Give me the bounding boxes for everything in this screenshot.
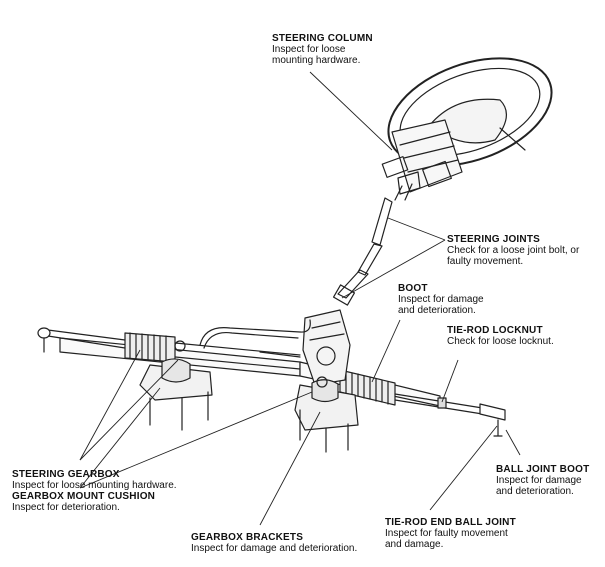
steering-column-desc: Inspect for loose mounting hardware. [272,44,361,66]
label-boot: BOOT Inspect for damage and deterioratio… [398,283,484,316]
label-steering-gearbox: STEERING GEARBOX Inspect for loose mount… [12,469,177,513]
left-tie-rod [37,327,126,353]
label-tie-rod-end-ball-joint: TIE-ROD END BALL JOINT Inspect for fault… [385,517,516,550]
steering-column [381,119,463,201]
steering-joints-desc: Check for a loose joint bolt, or faulty … [447,245,580,267]
steering-joints-title: STEERING JOINTS [447,234,541,245]
boot-title: BOOT [398,283,428,294]
steering-gearbox-title: STEERING GEARBOX [12,469,120,480]
right-mount [294,376,359,453]
gearbox-mount-cushion-desc: Inspect for deterioration. [12,502,120,513]
right-tie-rod [394,393,506,437]
label-steering-column: STEERING COLUMN Inspect for loose mounti… [272,33,373,66]
label-tie-rod-locknut: TIE-ROD LOCKNUT Check for loose locknut. [447,325,554,347]
tie-rod-locknut-desc: Check for loose locknut. [447,336,554,347]
right-boot [339,369,396,406]
gearbox-brackets-title: GEARBOX BRACKETS [191,532,304,543]
boot-desc: Inspect for damage and deterioration. [398,294,484,316]
tie-rod-locknut-title: TIE-ROD LOCKNUT [447,325,543,336]
left-mount [139,340,213,431]
steering-gearbox-desc: Inspect for loose mounting hardware. [12,480,177,491]
gearbox-brackets-desc: Inspect for damage and deterioration. [191,543,358,554]
label-gearbox-brackets: GEARBOX BRACKETS Inspect for damage and … [191,532,357,554]
ball-joint-boot-desc: Inspect for damage and deterioration. [496,475,582,497]
leader-lines [79,71,521,526]
ball-joint-boot-title: BALL JOINT BOOT [496,464,590,475]
tie-rod-end-ball-joint-title: TIE-ROD END BALL JOINT [385,517,516,528]
gearbox-mount-cushion-title: GEARBOX MOUNT CUSHION [12,491,156,502]
label-steering-joints: STEERING JOINTS Check for a loose joint … [447,234,579,267]
left-boot [124,332,176,363]
tie-rod-end-ball-joint-desc: Inspect for faulty movement and damage. [385,528,508,550]
steering-column-title: STEERING COLUMN [272,33,373,44]
valve-body [302,309,351,386]
intermediate-shaft [332,197,393,306]
label-ball-joint-boot: BALL JOINT BOOT Inspect for damage and d… [496,464,589,497]
hydraulic-lines [199,319,311,358]
